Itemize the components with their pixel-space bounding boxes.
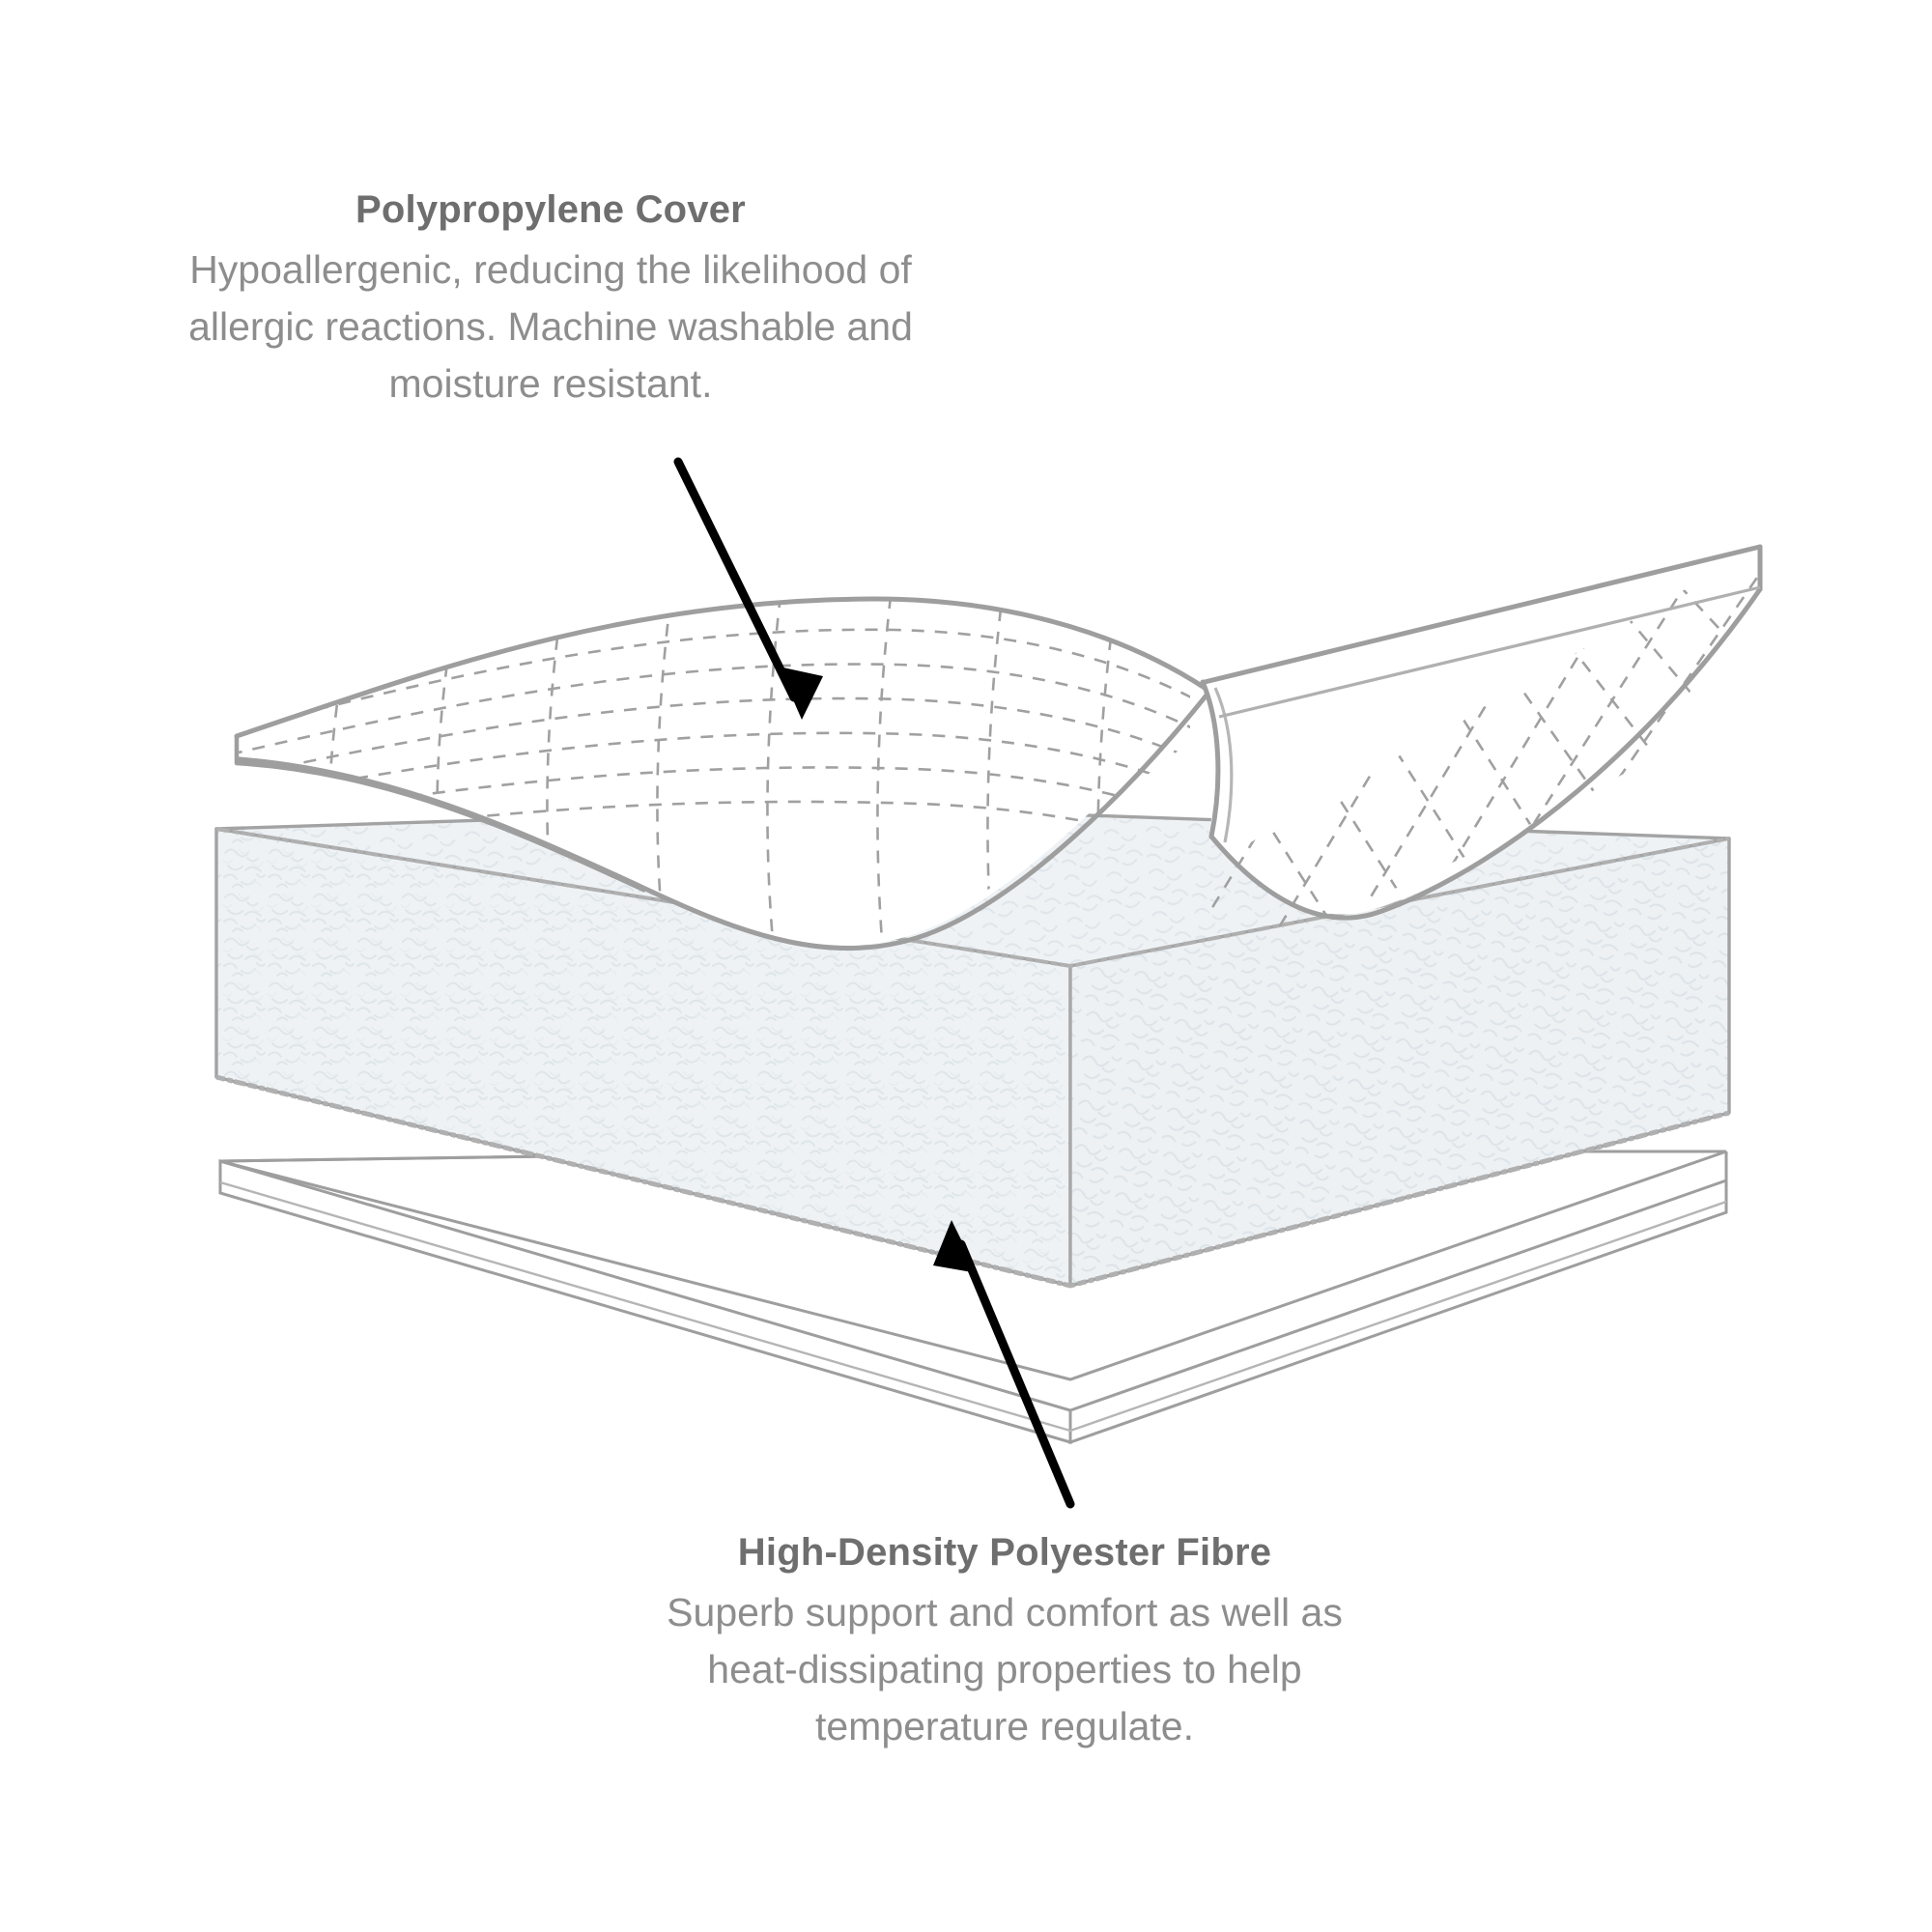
callout-polypropylene-cover: Polypropylene Cover Hypoallergenic, redu… bbox=[116, 184, 985, 412]
callout-body-line: Hypoallergenic, reducing the likelihood … bbox=[189, 247, 912, 292]
callout-body-line: temperature regulate. bbox=[814, 1704, 1194, 1748]
callout-body-line: allergic reactions. Machine washable and bbox=[188, 304, 913, 349]
arrow-to-fibre bbox=[933, 1220, 1075, 1509]
callout-arrows bbox=[673, 457, 1075, 1509]
callout-title-polypropylene-cover: Polypropylene Cover bbox=[355, 188, 746, 231]
cover-layer bbox=[234, 544, 1763, 951]
callout-high-density-polyester-fibre: High-Density Polyester Fibre Superb supp… bbox=[570, 1526, 1439, 1755]
callout-body-line: Superb support and comfort as well as bbox=[667, 1590, 1343, 1634]
callout-body-high-density-polyester-fibre: Superb support and comfort as well as he… bbox=[570, 1584, 1439, 1755]
callout-title-high-density-polyester-fibre: High-Density Polyester Fibre bbox=[737, 1531, 1272, 1574]
callout-body-line: moisture resistant. bbox=[388, 361, 713, 406]
arrow-to-cover bbox=[673, 457, 823, 720]
callout-body-polypropylene-cover: Hypoallergenic, reducing the likelihood … bbox=[116, 242, 985, 412]
callout-body-line: heat-dissipating properties to help bbox=[707, 1647, 1302, 1691]
